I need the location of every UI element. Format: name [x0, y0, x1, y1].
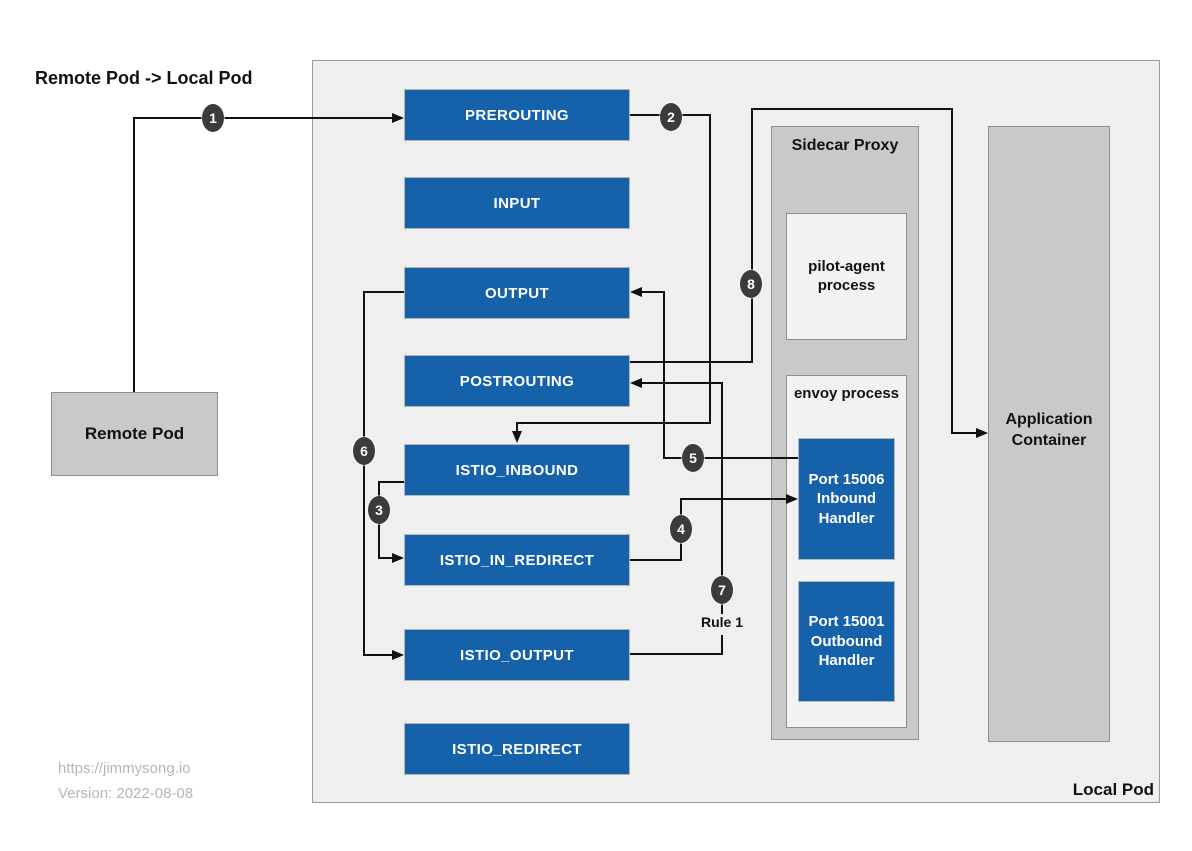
chain-box-prerouting: PREROUTING	[404, 89, 630, 141]
flow-marker-6: 6	[353, 437, 375, 465]
pilot-agent-process-label: pilot-agent process	[808, 257, 885, 294]
flow-marker-5: 5	[682, 444, 704, 472]
flow-marker-2: 2	[660, 103, 682, 131]
inbound-handler-box: Port 15006 Inbound Handler	[798, 438, 895, 560]
outbound-handler-box: Port 15001 Outbound Handler	[798, 581, 895, 702]
chain-box-input: INPUT	[404, 177, 630, 229]
envoy-process-label: envoy process	[793, 385, 900, 402]
flow-marker-7: 7	[711, 576, 733, 604]
rule-1-label: Rule 1	[688, 614, 756, 635]
flow-marker-4: 4	[670, 515, 692, 543]
chain-box-postrouting: POSTROUTING	[404, 355, 630, 407]
sidecar-proxy-label: Sidecar Proxy	[791, 137, 899, 154]
chain-box-istio-inbound: ISTIO_INBOUND	[404, 444, 630, 496]
pilot-agent-process-box: pilot-agent process	[786, 213, 907, 340]
application-container-label: Application Container	[1005, 411, 1093, 449]
footer-site: https://jimmysong.io	[58, 760, 191, 777]
remote-pod-box: Remote Pod	[51, 392, 218, 476]
remote-pod-label: Remote Pod	[84, 424, 185, 443]
chain-box-istio-in-redirect: ISTIO_IN_REDIRECT	[404, 534, 630, 586]
outbound-handler-label: Port 15001 Outbound Handler	[808, 613, 885, 670]
footer: https://jimmysong.io Version: 2022-08-08	[58, 757, 193, 807]
inbound-handler-label: Port 15006 Inbound Handler	[808, 470, 885, 527]
footer-version: Version: 2022-08-08	[58, 784, 194, 802]
diagram-title: Remote Pod -> Local Pod	[35, 68, 253, 88]
chain-box-istio-redirect: ISTIO_REDIRECT	[404, 723, 630, 775]
chain-box-output: OUTPUT	[404, 267, 630, 319]
application-container-box	[988, 126, 1110, 742]
flow-marker-3: 3	[368, 496, 390, 524]
local-pod-label: Local Pod	[1072, 780, 1154, 799]
flow-marker-1: 1	[202, 104, 224, 132]
chain-box-istio-output: ISTIO_OUTPUT	[404, 629, 630, 681]
flow-marker-8: 8	[740, 270, 762, 298]
